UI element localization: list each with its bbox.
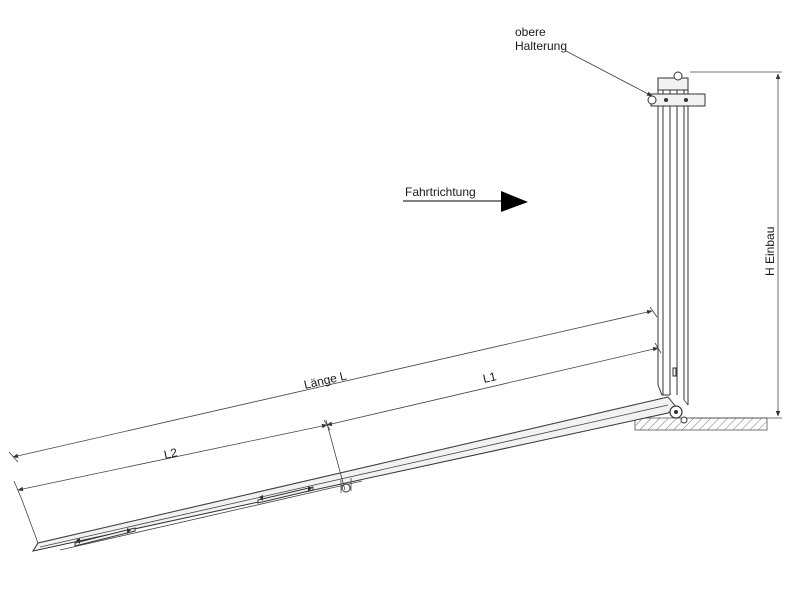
direction-label: Fahrtrichtung (405, 185, 476, 199)
height-dimension (690, 71, 782, 419)
upper-mount-leader (565, 50, 653, 97)
length-l1-label: L1 (482, 369, 498, 386)
length-l2-label: L2 (163, 445, 179, 462)
ramp-plate (31, 396, 677, 552)
upper-mount-label-2: Halterung (515, 39, 567, 53)
length-l1-dimension (323, 342, 662, 491)
length-total-label: Länge L (303, 368, 349, 391)
vertical-post (647, 71, 706, 424)
ground-hatch (634, 417, 768, 431)
direction-arrow-head (501, 191, 528, 212)
upper-mount-label-1: obere (515, 25, 546, 39)
length-l2-dimension (13, 423, 328, 544)
height-label: H Einbau (763, 227, 777, 276)
